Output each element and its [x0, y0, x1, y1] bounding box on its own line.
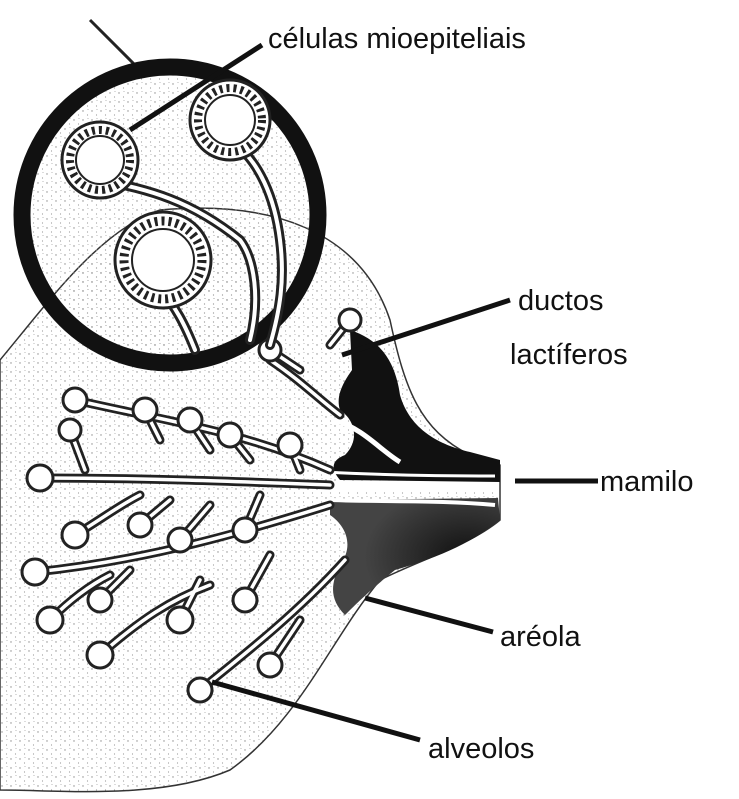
label-lactiferos: lactíferos	[510, 339, 628, 371]
label-celulas-mioepiteliais: células mioepiteliais	[268, 23, 526, 55]
label-mamilo: mamilo	[600, 466, 693, 498]
label-areola: aréola	[500, 621, 581, 653]
leader-areola	[365, 598, 493, 632]
magnified-view	[22, 20, 318, 363]
label-ductos: ductos	[518, 285, 603, 317]
label-alveolos: alveolos	[428, 733, 534, 765]
